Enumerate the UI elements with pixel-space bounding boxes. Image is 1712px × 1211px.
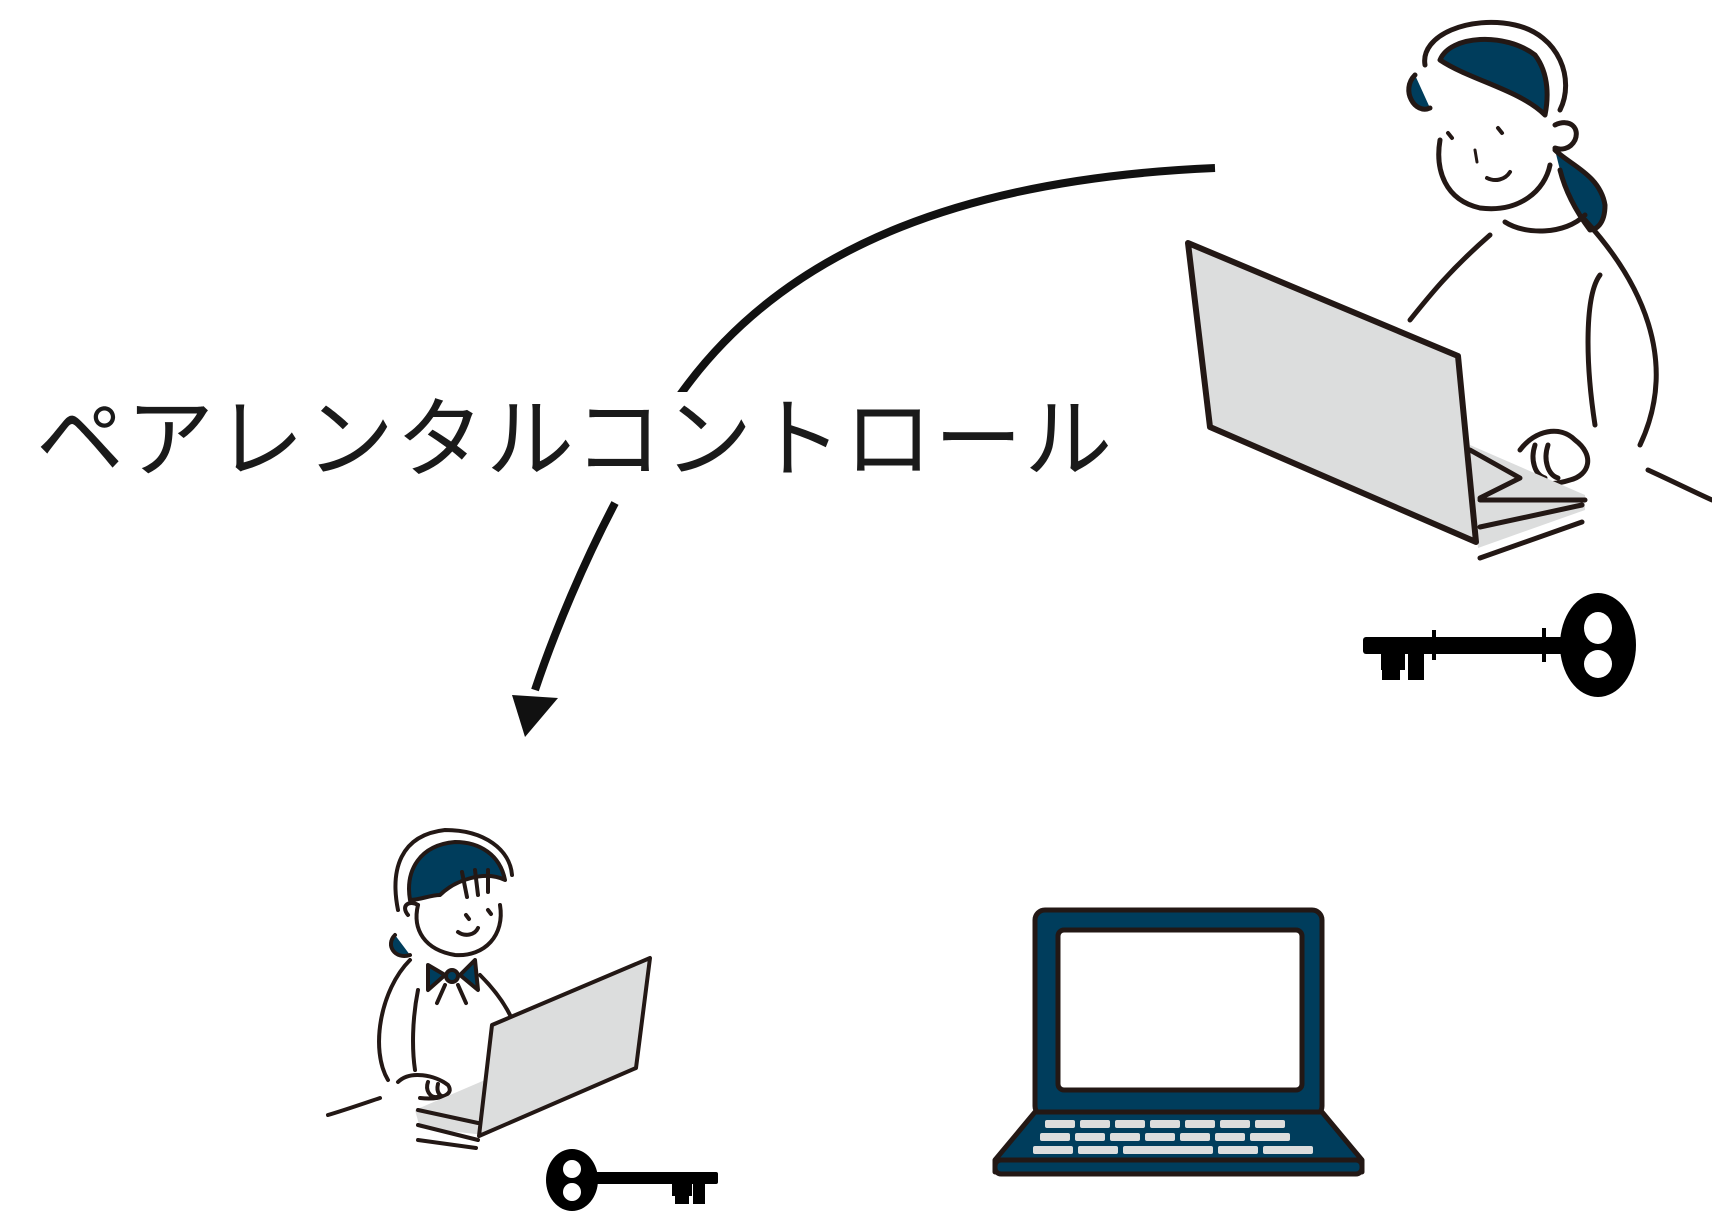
control-arrow bbox=[512, 164, 1216, 737]
child-key-icon bbox=[546, 1149, 718, 1211]
page-title: ペアレンタルコントロール bbox=[30, 391, 1121, 489]
parent-key-icon bbox=[1363, 593, 1636, 697]
parent-laptop bbox=[1185, 240, 1588, 561]
parent-figure bbox=[1406, 19, 1712, 503]
child-laptop bbox=[415, 956, 652, 1150]
standalone-laptop-icon bbox=[992, 907, 1365, 1177]
arrow-head bbox=[512, 695, 558, 737]
child-figure bbox=[326, 828, 514, 1117]
